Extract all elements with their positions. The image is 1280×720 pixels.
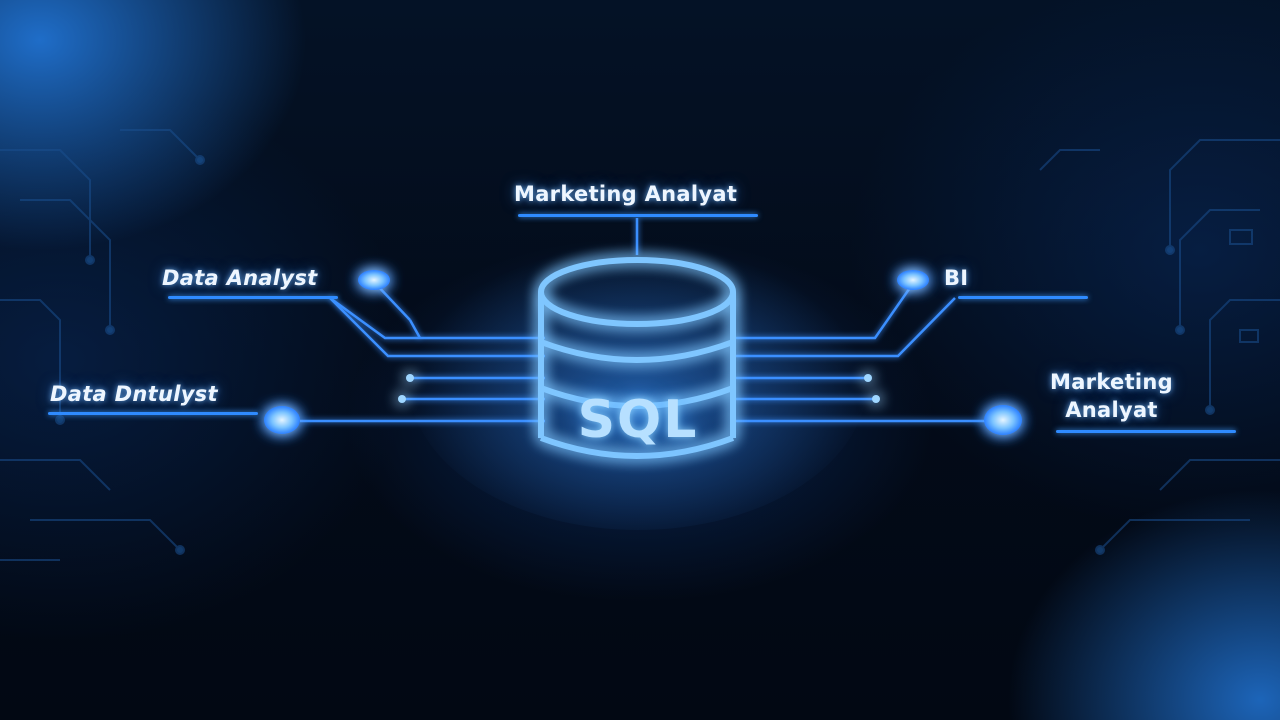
connection-lines	[300, 218, 985, 423]
node-label-right-lower: Marketing Analyat	[1050, 368, 1173, 424]
line-right-upper-a	[735, 281, 916, 340]
node-right-mid-a	[864, 374, 872, 382]
node-left-lower	[264, 406, 300, 434]
node-left-mid-b	[398, 395, 406, 403]
underline-right-upper	[958, 296, 1088, 299]
node-right-lower	[984, 405, 1022, 435]
node-right-mid-b	[872, 395, 880, 403]
line-right-upper-b	[735, 297, 956, 358]
circuit-texture-right	[1039, 139, 1280, 555]
node-label-right-lower-line1: Marketing	[1050, 370, 1173, 394]
line-left-upper-a	[329, 296, 545, 340]
node-left-mid-a	[406, 374, 414, 382]
circuit-texture-left	[0, 129, 205, 561]
database-cylinder	[538, 257, 736, 459]
sql-label: SQL	[577, 390, 699, 450]
underline-right-lower	[1056, 430, 1236, 433]
underline-top	[518, 214, 758, 217]
node-label-top: Marketing Analyat	[514, 182, 738, 206]
node-left-upper	[358, 270, 390, 290]
node-label-left-lower: Data Dntulyst	[50, 382, 218, 406]
node-label-right-lower-line2: Analyat	[1065, 398, 1158, 422]
connector-extras	[373, 281, 422, 339]
underline-left-lower	[48, 412, 258, 415]
node-label-right-upper: BI	[944, 266, 969, 290]
line-left-upper-d	[329, 297, 545, 358]
database-glow	[408, 230, 868, 530]
node-right-upper	[897, 270, 929, 290]
node-label-left-upper: Data Analyst	[162, 266, 318, 290]
underline-left-upper	[168, 296, 338, 299]
connection-nodes	[264, 270, 1022, 435]
